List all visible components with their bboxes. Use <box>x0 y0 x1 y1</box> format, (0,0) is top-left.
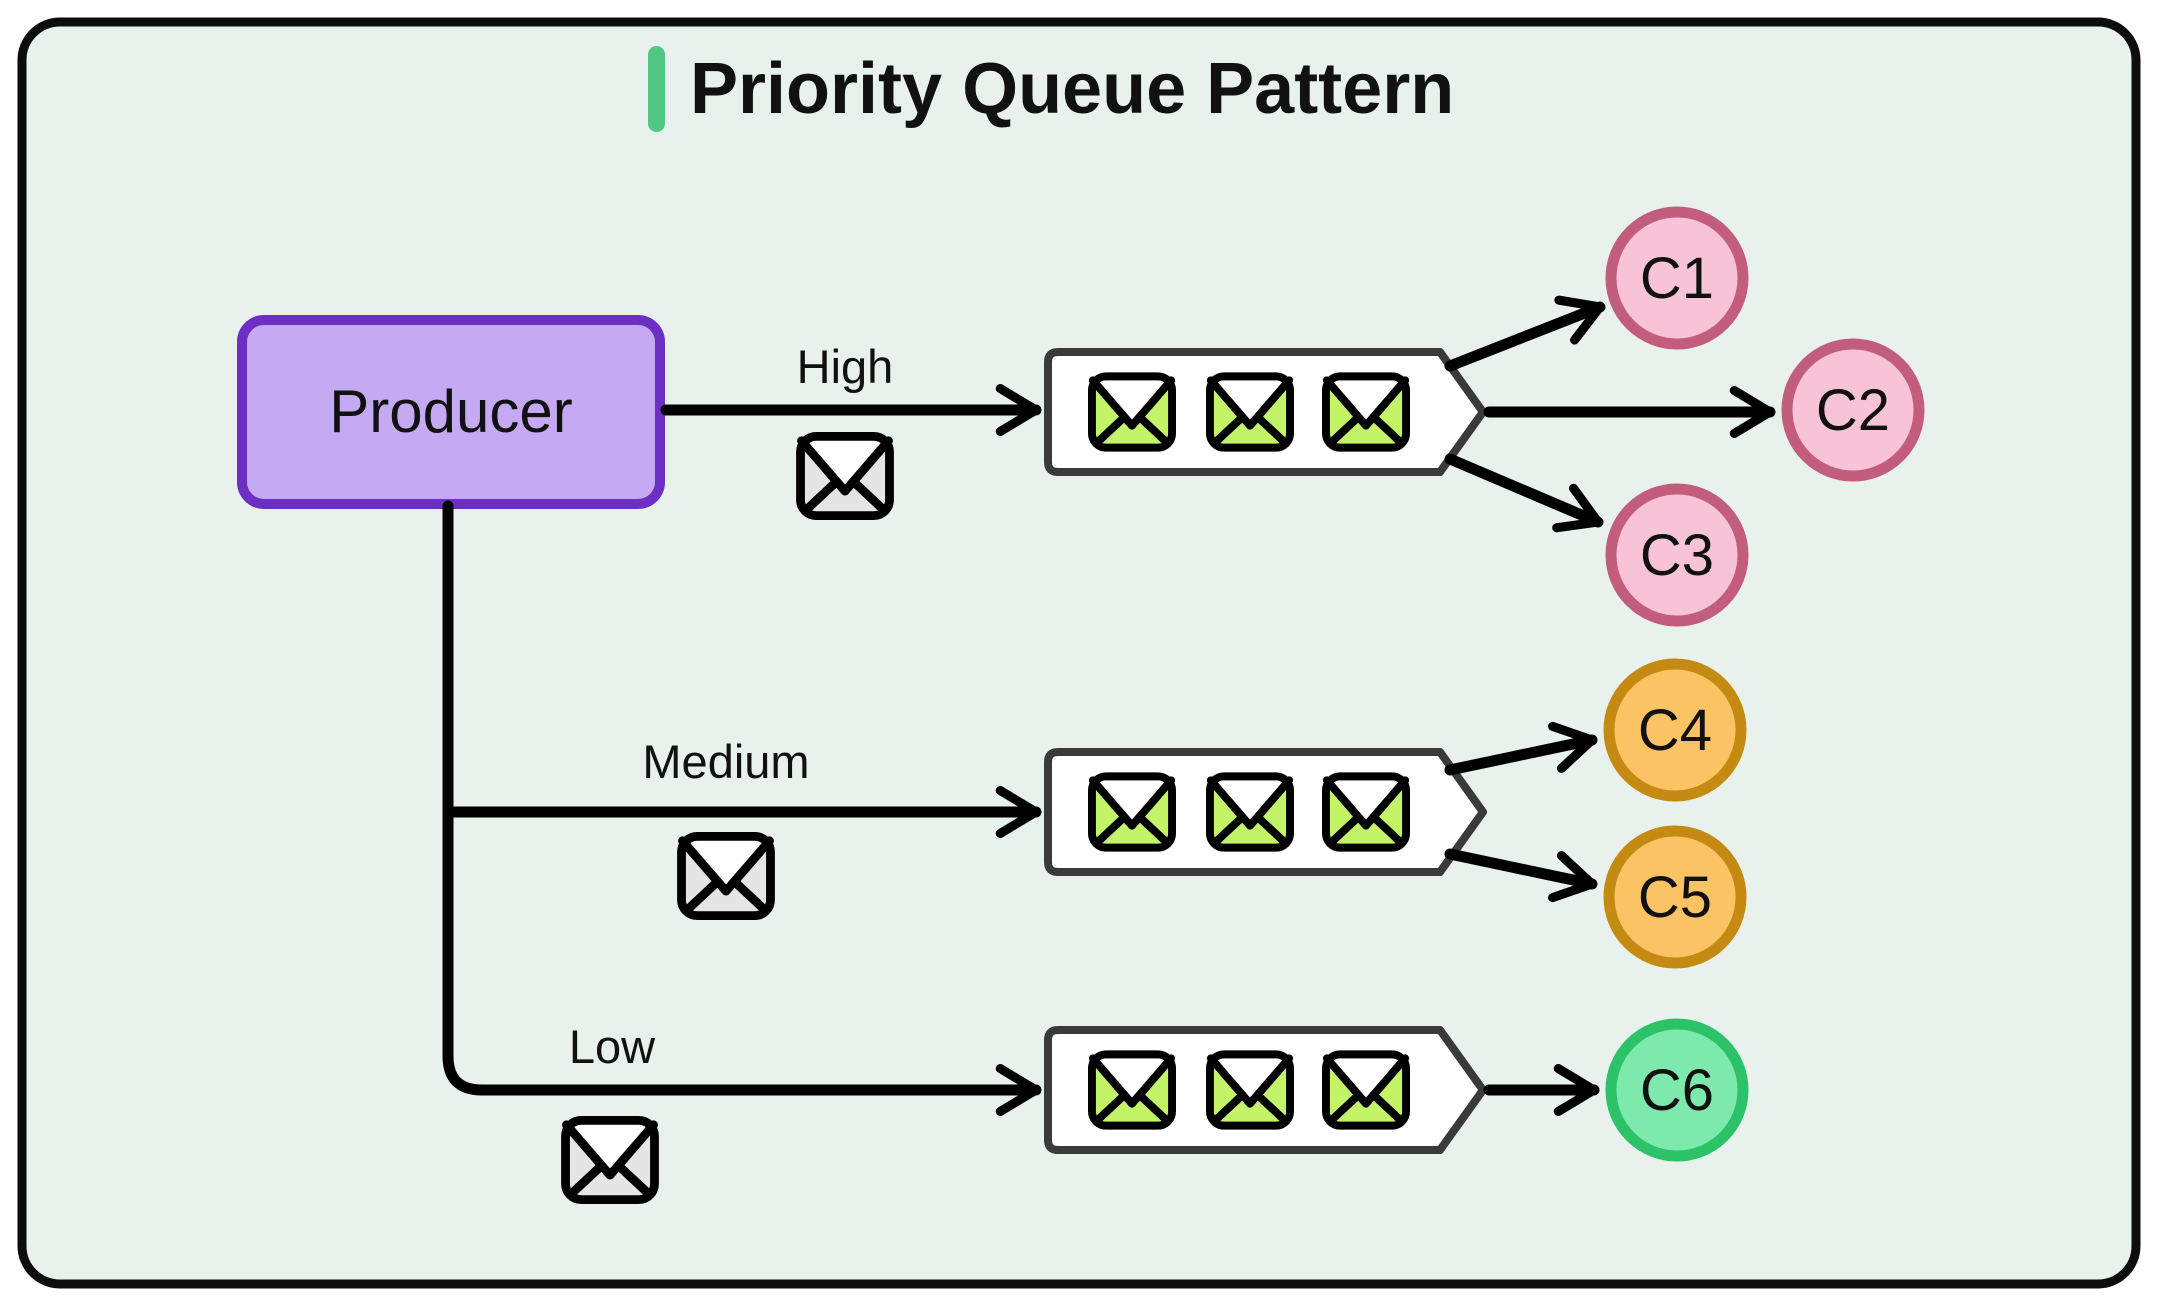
consumer-c1-label: C1 <box>1640 246 1714 311</box>
medium-label: Medium <box>642 735 809 788</box>
low-priority-arrow <box>442 500 1042 1116</box>
envelope-icon <box>1092 1054 1172 1125</box>
consumer-c5-label: C5 <box>1638 865 1712 930</box>
envelope-icon <box>1210 776 1290 847</box>
envelope-icon <box>1210 376 1290 447</box>
queue-high <box>1044 348 1487 476</box>
envelope-icon <box>682 836 771 915</box>
consumer-c2: C2 <box>1781 338 1925 482</box>
consumer-c5: C5 <box>1603 825 1747 969</box>
consumer-c4-label: C4 <box>1638 698 1712 763</box>
envelope-icon <box>1326 776 1406 847</box>
envelope-icon <box>1092 376 1172 447</box>
producer-node: Producer <box>237 315 665 509</box>
envelope-icon <box>1326 376 1406 447</box>
title-accent-bar <box>648 46 665 132</box>
envelope-icon <box>1210 1054 1290 1125</box>
high-label: High <box>797 340 894 393</box>
low-label: Low <box>569 1020 656 1073</box>
consumer-c2-label: C2 <box>1816 378 1890 443</box>
page-title: Priority Queue Pattern <box>690 49 1454 129</box>
consumer-c4: C4 <box>1603 658 1747 802</box>
arrow-to-c4 <box>1444 721 1598 776</box>
consumer-c1: C1 <box>1605 206 1749 350</box>
consumer-c3-label: C3 <box>1640 523 1714 588</box>
consumer-c3: C3 <box>1605 483 1749 627</box>
consumer-c6-label: C6 <box>1640 1058 1714 1123</box>
envelope-icon <box>1092 776 1172 847</box>
arrow-to-c5 <box>1444 848 1598 903</box>
envelope-icon <box>1326 1054 1406 1125</box>
producer-label: Producer <box>329 378 572 445</box>
envelope-icon <box>801 436 890 515</box>
arrow-to-c3 <box>1444 453 1604 533</box>
queue-medium <box>1044 748 1487 876</box>
consumer-c6: C6 <box>1605 1018 1749 1162</box>
arrow-to-c1 <box>1444 295 1606 372</box>
envelope-icon <box>566 1120 655 1199</box>
queue-low <box>1044 1026 1487 1154</box>
